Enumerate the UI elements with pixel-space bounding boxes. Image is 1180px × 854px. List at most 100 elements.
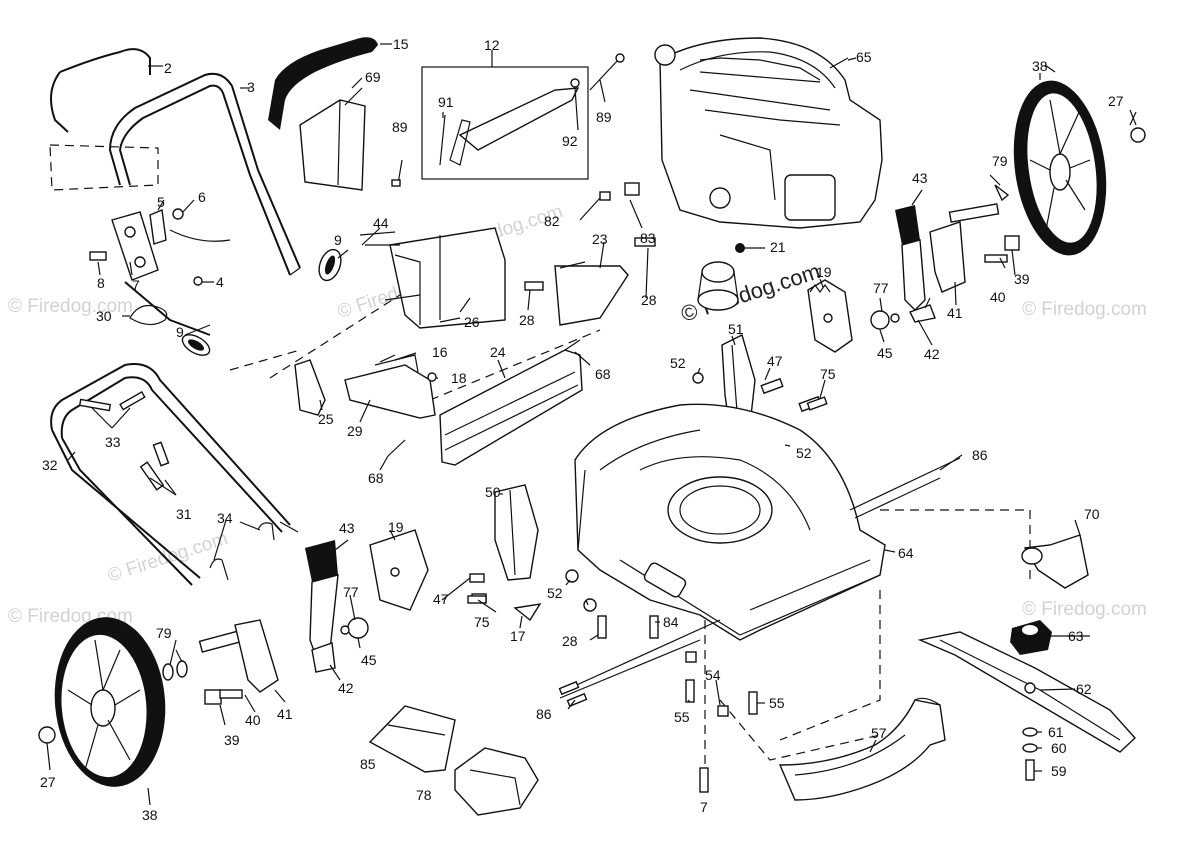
height-bracket-left xyxy=(369,529,429,611)
label-19-left: 19 xyxy=(388,519,404,535)
label-75-right: 75 xyxy=(820,366,836,382)
watermark-left: © Firedog.com xyxy=(8,296,133,317)
mower-deck xyxy=(574,403,896,641)
label-77-left: 77 xyxy=(343,584,359,600)
label-bottom: 7 xyxy=(700,799,708,815)
label-79-left: 79 xyxy=(156,625,172,641)
label-40-left: 40 xyxy=(245,712,261,728)
rear-wheel-left xyxy=(54,617,166,806)
label-33: 33 xyxy=(105,434,121,450)
label-34: 34 xyxy=(217,510,233,526)
label-78: 78 xyxy=(416,787,432,803)
blade-adapter xyxy=(1021,519,1089,589)
label-55-b: 55 xyxy=(769,695,785,711)
label-9-lower: 9 xyxy=(176,324,184,340)
label-15: 15 xyxy=(393,36,409,52)
label-21: 21 xyxy=(770,239,786,255)
label-44: 44 xyxy=(373,215,389,231)
label-2: 2 xyxy=(164,60,172,76)
label-3: 3 xyxy=(247,79,255,95)
label-92: 92 xyxy=(562,133,578,149)
engine xyxy=(654,37,883,229)
label-79-right: 79 xyxy=(992,153,1008,169)
label-17: 17 xyxy=(510,628,526,644)
handle-mount-bracket xyxy=(359,227,506,329)
label-26: 26 xyxy=(464,314,480,330)
watermarks: © Firedog.com © Firedog.com © Firedog.co… xyxy=(8,201,1147,627)
bolts-75 xyxy=(467,396,828,604)
handle-grip xyxy=(268,37,392,130)
label-47-right: 47 xyxy=(767,353,783,369)
handle-bolts xyxy=(78,390,170,491)
label-41-right: 41 xyxy=(947,305,963,321)
label-70: 70 xyxy=(1084,506,1100,522)
label-69: 69 xyxy=(365,69,381,85)
label-28-c: 28 xyxy=(562,633,578,649)
watermark-right-lower: © Firedog.com xyxy=(1022,599,1147,620)
label-52-a: 52 xyxy=(670,355,686,371)
rear-axle-right xyxy=(929,174,1020,293)
label-38-left: 38 xyxy=(142,807,158,823)
screws-89 xyxy=(391,53,625,187)
upper-handle xyxy=(108,72,301,276)
handle-knob-lower xyxy=(181,324,211,356)
label-27-left: 27 xyxy=(40,774,56,790)
label-61: 61 xyxy=(1048,724,1064,740)
label-54: 54 xyxy=(705,667,721,683)
label-45-left: 45 xyxy=(361,652,377,668)
label-43-right: 43 xyxy=(912,170,928,186)
rear-flap xyxy=(387,339,583,466)
rear-deflector xyxy=(524,237,656,326)
label-51: 51 xyxy=(728,321,744,337)
label-19-right: 19 xyxy=(816,264,832,280)
label-42-left: 42 xyxy=(338,680,354,696)
label-27-right: 27 xyxy=(1108,93,1124,109)
label-6: 6 xyxy=(198,189,206,205)
label-82: 82 xyxy=(544,213,560,229)
hub-cap-left xyxy=(38,726,56,771)
watermark-right: © Firedog.com xyxy=(1022,299,1147,320)
leader-lines xyxy=(67,50,1137,772)
label-63: 63 xyxy=(1068,628,1084,644)
rear-flap-bracket-left xyxy=(294,359,326,416)
throttle-fasteners xyxy=(579,182,643,229)
label-43-left: 43 xyxy=(339,520,355,536)
watermark-mid-lower: © Firedog.com xyxy=(105,528,230,587)
label-60: 60 xyxy=(1051,740,1067,756)
label-52-b: 52 xyxy=(796,445,812,461)
deck-baffle xyxy=(778,697,946,801)
grass-bag xyxy=(299,87,366,191)
label-62: 62 xyxy=(1076,681,1092,697)
label-64: 64 xyxy=(898,545,914,561)
height-adjust-lever-left xyxy=(305,540,369,673)
handle-pins xyxy=(209,522,275,581)
label-75-left: 75 xyxy=(474,614,490,630)
label-25: 25 xyxy=(318,411,334,427)
label-29: 29 xyxy=(347,423,363,439)
label-50: 50 xyxy=(485,484,501,500)
label-4: 4 xyxy=(216,274,224,290)
label-65: 65 xyxy=(856,49,872,65)
label-39-right: 39 xyxy=(1014,271,1030,287)
bracket-clip xyxy=(513,603,542,622)
hinge-rod-box xyxy=(421,60,589,180)
label-28-b: 28 xyxy=(641,292,657,308)
label-28-a: 28 xyxy=(519,312,535,328)
part-labels: 2 3 4 5 6 7 8 9 9 12 15 16 17 18 19 19 2… xyxy=(40,36,1124,823)
label-83: 83 xyxy=(640,230,656,246)
label-41-left: 41 xyxy=(277,706,293,722)
cable-clip xyxy=(122,305,168,326)
label-86-left: 86 xyxy=(536,706,552,722)
label-68-a: 68 xyxy=(595,366,611,382)
label-23: 23 xyxy=(592,231,608,247)
rear-hinge-bracket xyxy=(344,354,437,419)
label-89-left: 89 xyxy=(392,119,408,135)
rear-height-bracket xyxy=(469,484,539,603)
label-18: 18 xyxy=(451,370,467,386)
control-cable xyxy=(50,48,163,133)
label-7: 7 xyxy=(132,277,140,293)
blade-adapter-top xyxy=(697,243,765,311)
label-57: 57 xyxy=(871,725,887,741)
label-39-left: 39 xyxy=(224,732,240,748)
